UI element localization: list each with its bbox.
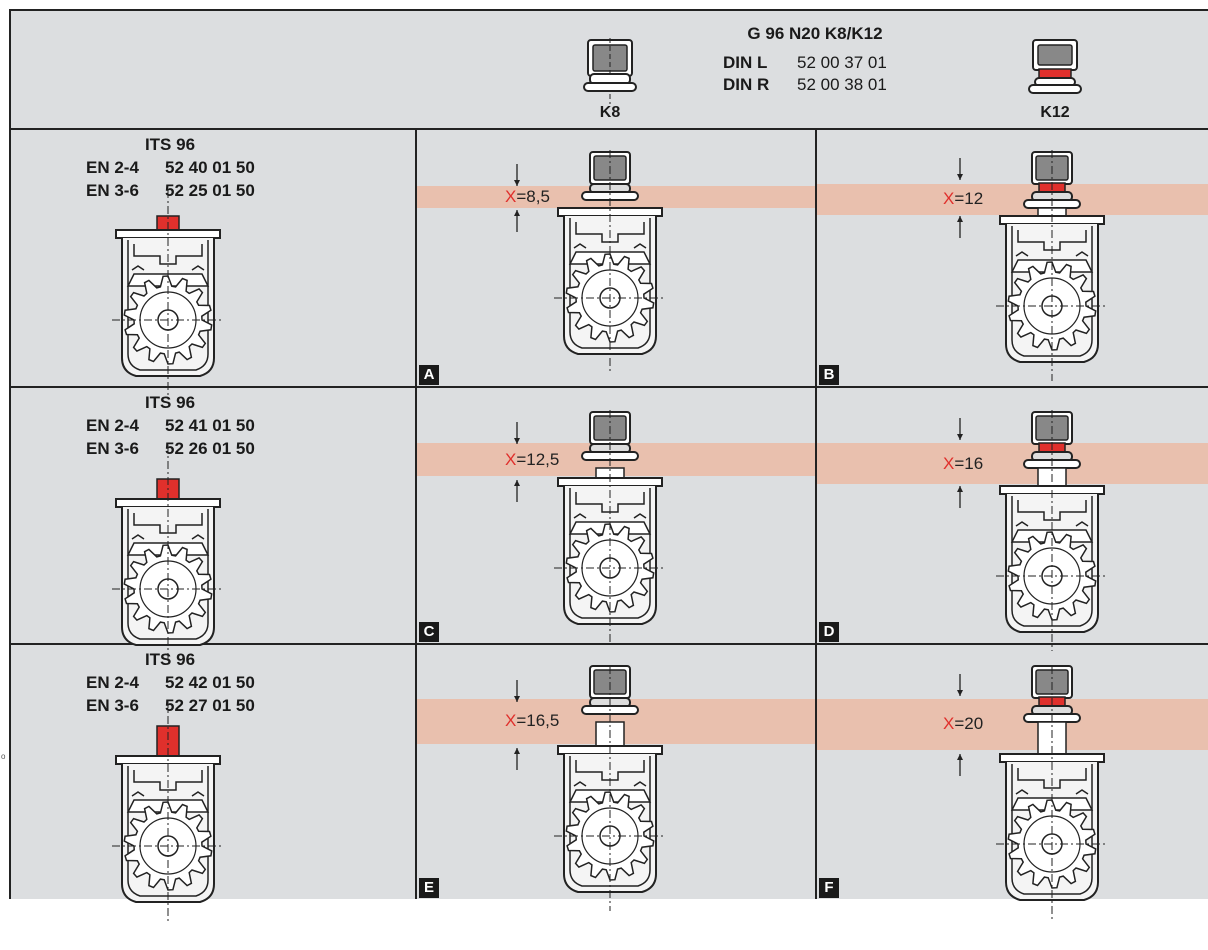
panel-b-figure	[957, 150, 1108, 381]
row1-title: ITS 96	[144, 135, 196, 154]
row3-en1-label: EN 2-4	[86, 673, 139, 692]
k12-slider-icon	[1028, 39, 1082, 94]
x-label-c: X=12,5	[505, 450, 560, 469]
row1-en1-label: EN 2-4	[86, 158, 139, 177]
panel-letter-e: E	[419, 878, 439, 898]
din-l-label: DIN L	[723, 53, 768, 72]
its96-figure-2	[112, 445, 224, 664]
din-l-number: 52 00 37 01	[797, 53, 887, 72]
row3-en2-label: EN 3-6	[86, 696, 139, 715]
x-label-f: X=20	[943, 714, 984, 733]
row2-en2-number: 52 26 01 50	[165, 439, 255, 458]
outer-left-border	[9, 9, 11, 899]
band-f	[817, 699, 1208, 750]
band-b	[817, 184, 1208, 215]
row-divider-header	[9, 128, 1208, 130]
row2-en2-label: EN 3-6	[86, 439, 139, 458]
panel-letter-a: A	[419, 365, 439, 385]
col-divider-1	[415, 128, 417, 899]
din-r-label: DIN R	[723, 75, 770, 94]
panel-letter-d: D	[819, 622, 839, 642]
x-label-a: X=8,5	[505, 187, 550, 206]
row1-en2-number: 52 25 01 50	[165, 181, 255, 200]
row2-en1-label: EN 2-4	[86, 416, 139, 435]
row-divider-1	[9, 386, 1208, 388]
k8-slider-icon	[583, 38, 637, 104]
col-divider-2	[815, 128, 817, 899]
its96-figure-1	[112, 190, 224, 395]
row1-en1-number: 52 40 01 50	[165, 158, 255, 177]
header-title: G 96 N20 K8/K12	[747, 24, 883, 43]
x-label-e: X=16,5	[505, 711, 560, 730]
panel-letter-c: C	[419, 622, 439, 642]
row3-title: ITS 96	[144, 650, 196, 669]
row2-title: ITS 96	[144, 393, 196, 412]
panel-letter-b: B	[819, 365, 839, 385]
its96-figure-3	[112, 700, 224, 921]
k12-label: K12	[1040, 104, 1070, 121]
panel-d-figure	[957, 410, 1108, 651]
panel-e-figure	[514, 665, 666, 911]
din-r-number: 52 00 38 01	[797, 75, 887, 94]
row3-en1-number: 52 42 01 50	[165, 673, 255, 692]
x-label-b: X=12	[943, 189, 984, 208]
band-d	[817, 443, 1208, 484]
panel-c-figure	[514, 410, 666, 643]
panel-letter-f: F	[819, 878, 839, 898]
panel-f-figure	[957, 665, 1108, 919]
outer-top-border	[9, 9, 1208, 11]
row2-en1-number: 52 41 01 50	[165, 416, 255, 435]
row1-en2-label: EN 3-6	[86, 181, 139, 200]
row-divider-2	[9, 643, 1208, 645]
panel-a-figure	[514, 150, 666, 373]
margin-tick: o	[1, 752, 6, 761]
row3-en2-number: 52 27 01 50	[165, 696, 255, 715]
x-label-d: X=16	[943, 454, 984, 473]
k8-label: K8	[599, 104, 621, 121]
